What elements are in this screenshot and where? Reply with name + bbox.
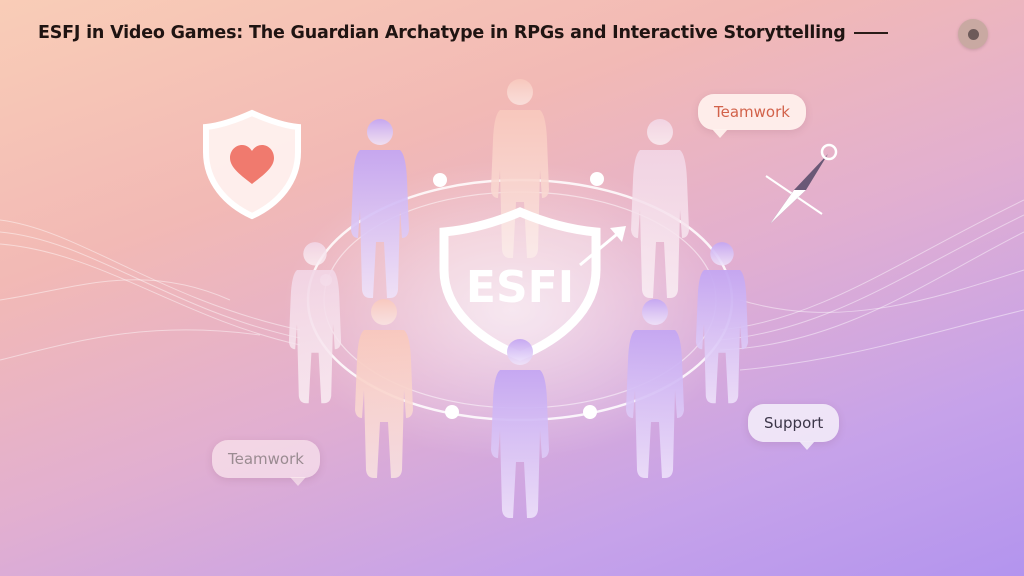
bubble-tail [289,477,306,486]
emblem-label: ESFI [466,262,574,313]
wave-lines-left [0,219,301,361]
title-dash [853,32,888,34]
bubble-label: Teamwork [714,103,790,121]
bubble-tail [712,129,728,138]
menu-dot-icon[interactable] [958,19,988,49]
heart-shield-icon [203,109,301,220]
menu-dot-inner [967,28,979,40]
bubble-label: Support [764,414,824,432]
speech-bubble-teamwork-bottom: Teamwork [212,440,320,486]
title-bar: ESFJ in Video Games: The Guardian Archat… [38,18,934,48]
bubble-tail [799,441,816,450]
bubble-label: Teamwork [228,450,304,468]
speech-bubble-support: Support [748,404,840,450]
arrow-icon [579,228,623,267]
compass-icon [765,143,838,224]
speech-bubble-teamwork-top: Teamwork [698,94,806,138]
wave-lines-right [719,199,1024,371]
page-title: ESFJ in Video Games: The Guardian Archat… [38,23,846,43]
